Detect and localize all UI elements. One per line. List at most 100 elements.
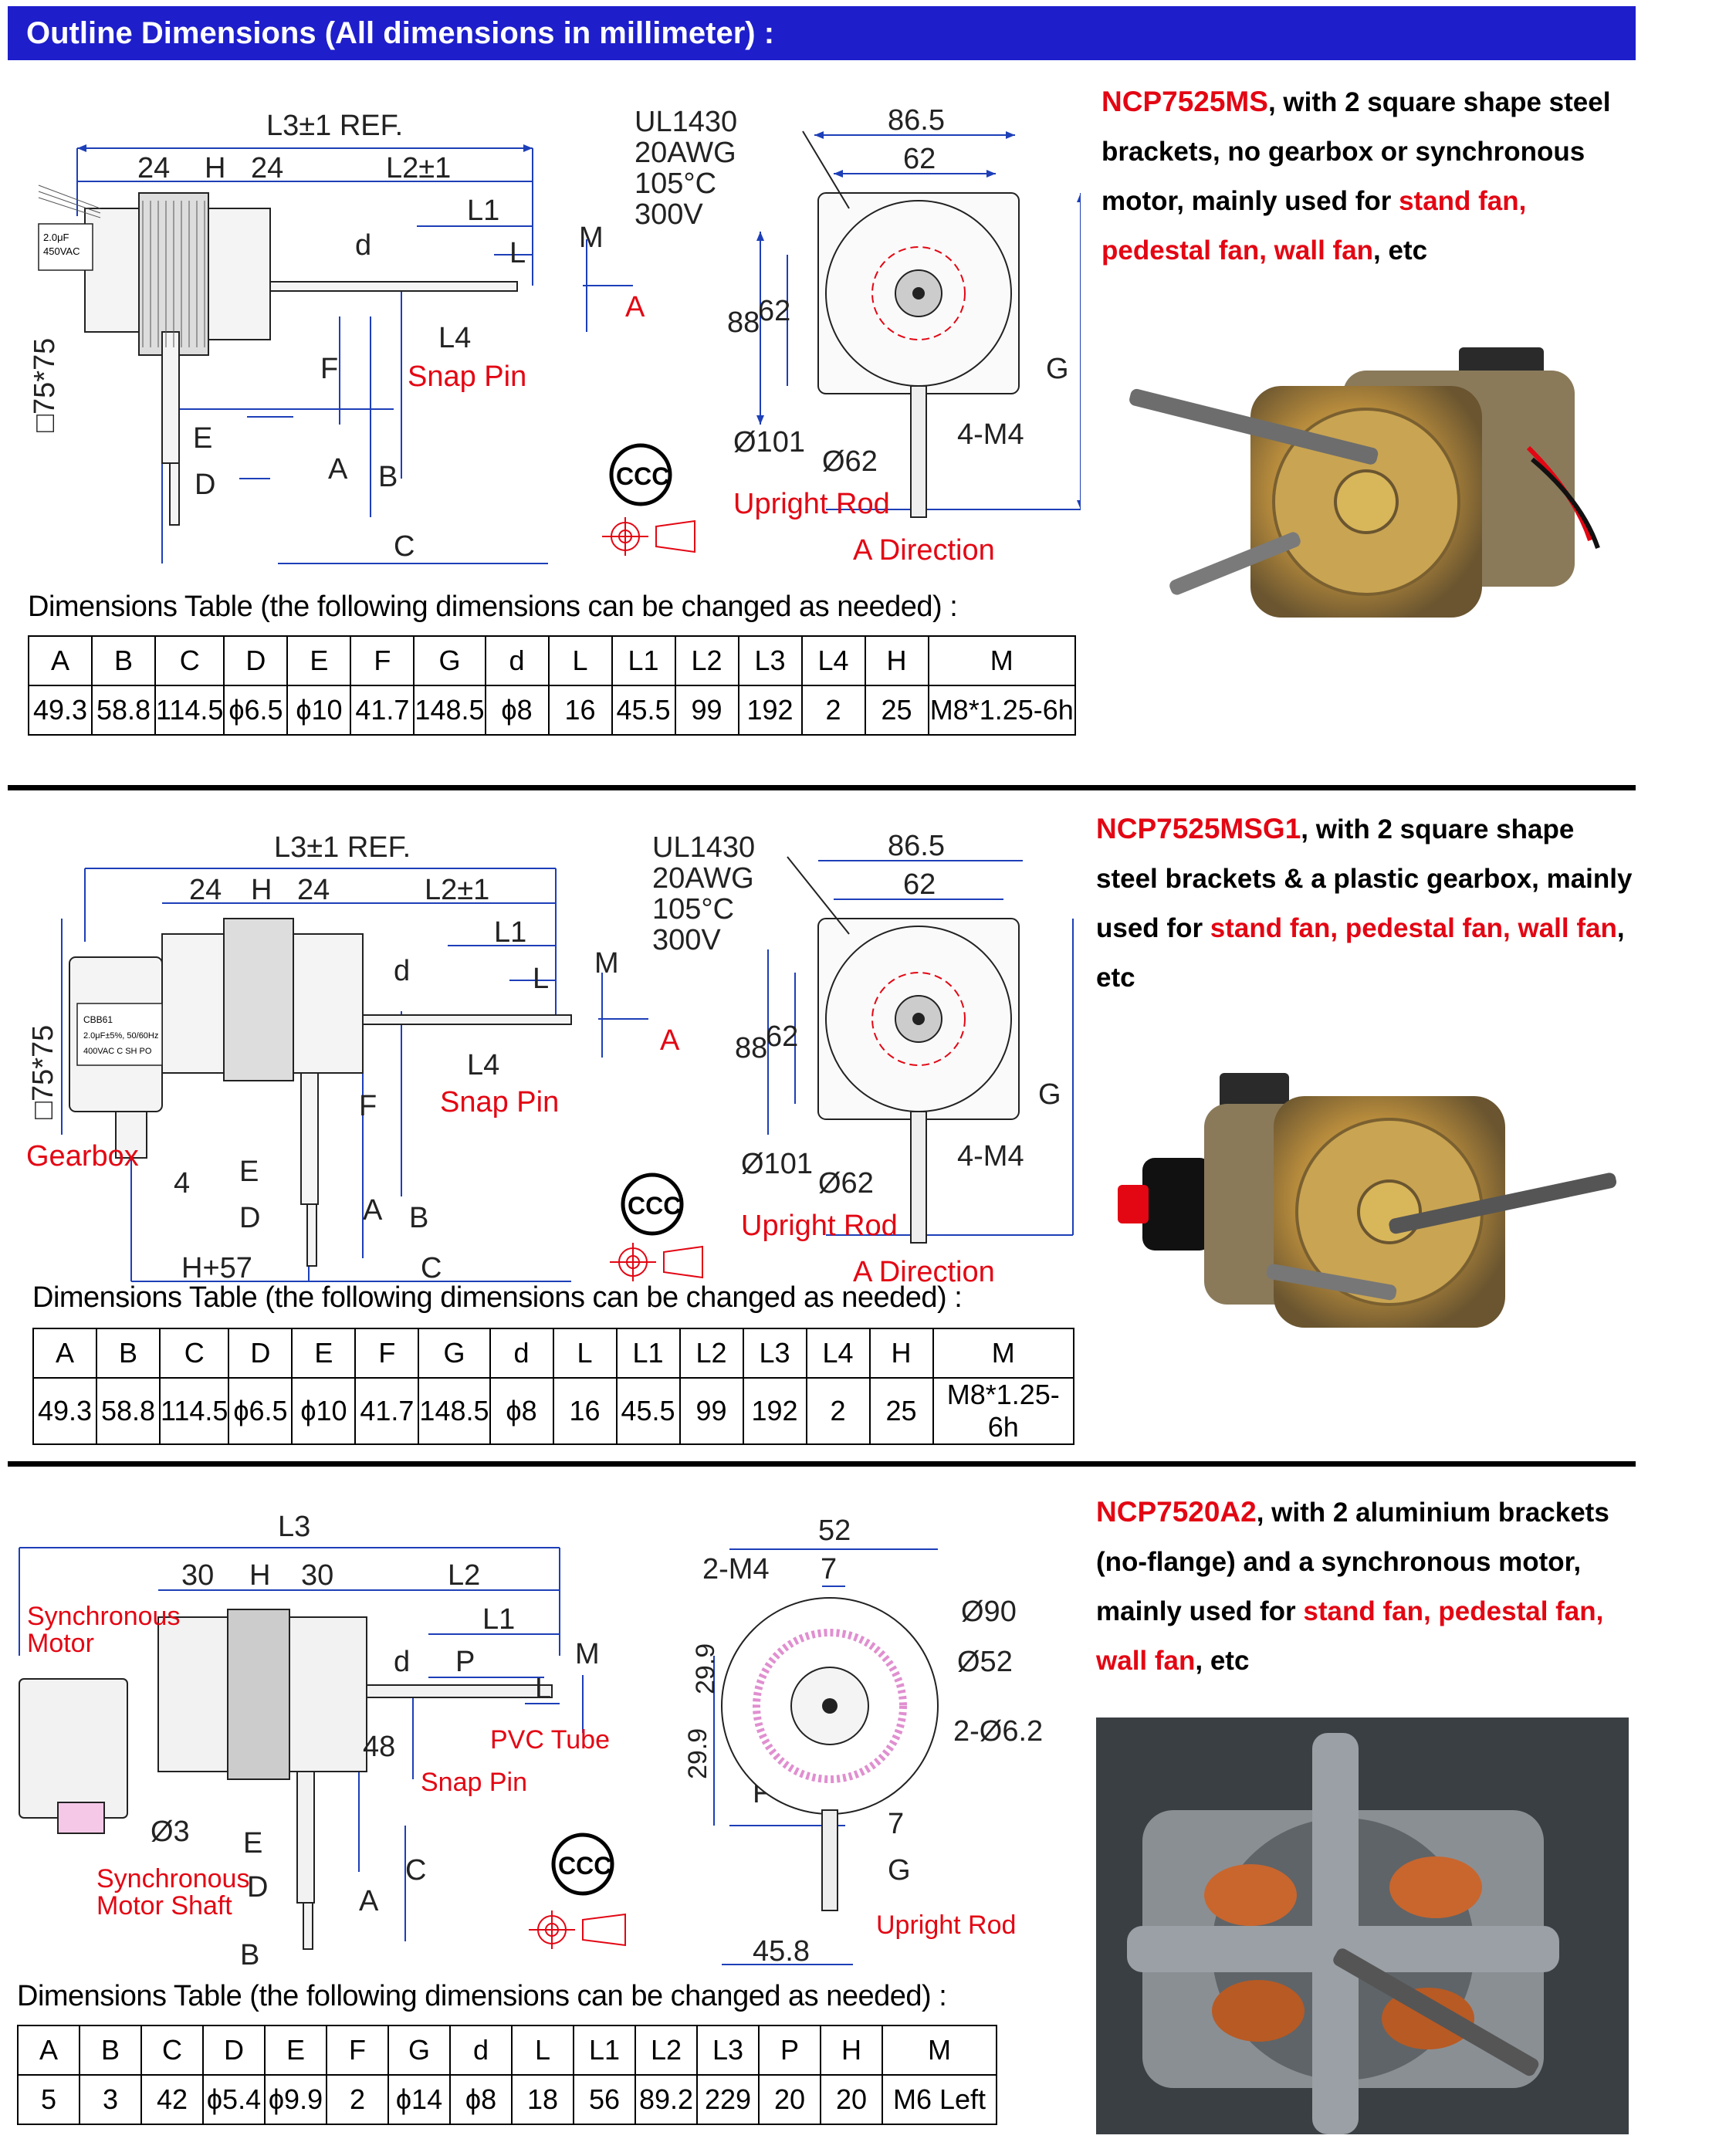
table-header-cell: L: [552, 1328, 618, 1379]
table-header-cell: E: [291, 1328, 357, 1379]
wire-spec-temp: 105°C: [635, 168, 716, 200]
direction-a-arrow-label: A: [625, 291, 645, 323]
dim-29-9a-label: 29.9: [691, 1643, 720, 1694]
dim-f-label: F: [359, 1090, 377, 1122]
dim-f-label: F: [320, 353, 338, 385]
table-cell: 2: [800, 685, 866, 736]
dim-d-label: d: [394, 955, 410, 987]
dim-phi3-label: Ø3: [151, 1816, 190, 1848]
model-desc-text: , with 2 square shape steel brackets & a…: [1096, 814, 1633, 943]
section-ncp7520a2: L3 30 H 30 L2 L1 P L M d 48 E D A C B Ø3…: [0, 1470, 1736, 2149]
dim-square-label: □75*75: [29, 338, 61, 432]
upright-rod-label: Upright Rod: [733, 488, 890, 520]
model-use-text: stand fan, pedestal fan, wall fan: [1096, 1596, 1604, 1676]
pvc-tube-label: PVC Tube: [490, 1725, 610, 1755]
table-cell: ϕ10: [286, 685, 352, 736]
model-name: NCP7525MSG1: [1096, 813, 1301, 844]
dim-dd-label: D: [195, 469, 215, 501]
capacitor-voltage-text: 400VAC C SH PO: [83, 1047, 152, 1056]
table-cell: 2: [805, 1377, 871, 1445]
dim-7b-label: 7: [888, 1808, 904, 1840]
table-header-cell: L: [547, 635, 613, 686]
table-header-cell: G: [418, 1328, 491, 1379]
table-cell: 5: [17, 2074, 80, 2125]
table-cell: 16: [547, 685, 613, 736]
table-header-cell: M: [932, 1328, 1075, 1379]
dim-aa-label: A: [363, 1194, 383, 1227]
table-header-cell: H: [868, 1328, 934, 1379]
projection-symbol-icon: [610, 1243, 703, 1281]
dim-g-label: G: [1046, 353, 1069, 385]
table-header-cell: G: [387, 2025, 451, 2076]
dimensions-table-ncp7525ms: A B C D E F G d L L1 L2 L3 L4 H M 49.3 5…: [28, 635, 1077, 736]
outline-drawing-ncp7525ms: 2.0μF 450VAC L3±1 REF. 24 H 24 L2±1 L1 L…: [29, 104, 1081, 567]
table-header-cell: L4: [805, 1328, 871, 1379]
table-row: 49.3 58.8 114.5 ϕ6.5 ϕ10 41.7 148.5 ϕ8 1…: [32, 1377, 1075, 1445]
table-header-cell: d: [449, 2025, 513, 2076]
table-header-cell: L3: [737, 635, 803, 686]
table-cell: 114.5: [154, 685, 225, 736]
table-cell: 42: [140, 2074, 204, 2125]
table-cell: ϕ14: [387, 2074, 451, 2125]
dim-24b-label: 24: [251, 152, 283, 184]
table-cell: 20: [820, 2074, 883, 2125]
ccc-text: CCC: [558, 1852, 611, 1880]
dim-b-label: B: [378, 461, 398, 493]
dim-l3-label: L3±1 REF.: [266, 110, 403, 142]
table-cell: M6 Left: [882, 2074, 997, 2125]
dim-b-label: B: [409, 1202, 428, 1234]
snap-pin-label: Snap Pin: [408, 360, 526, 393]
table-cell: 20: [758, 2074, 821, 2125]
dim-48-label: 48: [363, 1731, 395, 1763]
dim-l-label: L: [533, 963, 549, 995]
dim-c-label: C: [394, 530, 415, 563]
table-cell: 56: [573, 2074, 636, 2125]
table-header-cell: D: [202, 2025, 266, 2076]
dim-e-label: E: [239, 1156, 259, 1188]
table-cell: 45.5: [615, 1377, 681, 1445]
table-cell: 58.8: [96, 1377, 161, 1445]
capacitor-voltage-text: 450VAC: [43, 245, 80, 257]
dim-e-label: E: [193, 422, 212, 455]
motor-photo-ncp7520a2: [1096, 1718, 1629, 2134]
table-header-row: A B C D E F G d L L1 L2 L3 L4 H M: [32, 1328, 1075, 1379]
dim-4-m4-label: 4-M4: [957, 1140, 1024, 1173]
dim-l2-label: L2±1: [425, 874, 489, 906]
dim-4-label: 4: [174, 1167, 190, 1200]
dimensions-table-ncp7525msg1: A B C D E F G d L L1 L2 L3 L4 H M 49.3 5…: [32, 1328, 1075, 1445]
table-cell: ϕ6.5: [228, 1377, 293, 1445]
model-desc-post: , etc: [1373, 235, 1428, 266]
capacitor-model-text: CBB61: [83, 1014, 113, 1025]
dim-phi101-label: Ø101: [741, 1148, 813, 1180]
table-cell: ϕ8: [449, 2074, 513, 2125]
table-header-cell: C: [140, 2025, 204, 2076]
table-header-cell: M: [927, 635, 1077, 686]
dim-m-label: M: [579, 222, 604, 254]
dim-p-label: P: [455, 1646, 475, 1678]
table-cell: ϕ5.4: [202, 2074, 266, 2125]
model-description-ncp7520a2: NCP7520A2, with 2 aluminium brackets (no…: [1096, 1487, 1636, 1686]
dimensions-table-title: Dimensions Table (the following dimensio…: [32, 1281, 963, 1314]
table-header-cell: A: [32, 1328, 97, 1379]
dim-dd-label: D: [247, 1871, 268, 1904]
model-use-text: stand fan, pedestal fan, wall fan: [1210, 913, 1617, 943]
dim-62-height-label: 62: [758, 295, 790, 327]
wire-spec-awg: 20AWG: [635, 137, 736, 169]
table-header-row: A B C D E F G d L L1 L2 L3 P H M: [17, 2025, 997, 2076]
table-cell: ϕ9.9: [264, 2074, 327, 2125]
dim-phi90-label: Ø90: [961, 1596, 1017, 1628]
projection-symbol-icon: [602, 517, 695, 556]
wire-spec-ul: UL1430: [635, 106, 737, 138]
table-header-cell: P: [758, 2025, 821, 2076]
table-header-cell: L3: [742, 1328, 807, 1379]
wire-spec-ul: UL1430: [652, 831, 755, 864]
table-header-cell: C: [158, 1328, 230, 1379]
table-header-cell: C: [154, 635, 225, 686]
dim-l4-label: L4: [467, 1049, 499, 1081]
dim-62-width-label: 62: [903, 143, 936, 175]
dim-l2-label: L2: [448, 1559, 480, 1592]
dimensions-table-title: Dimensions Table (the following dimensio…: [17, 1980, 947, 2012]
dim-g-label: G: [1038, 1078, 1061, 1111]
dim-86-5-label: 86.5: [888, 830, 945, 862]
table-header-cell: D: [223, 635, 289, 686]
